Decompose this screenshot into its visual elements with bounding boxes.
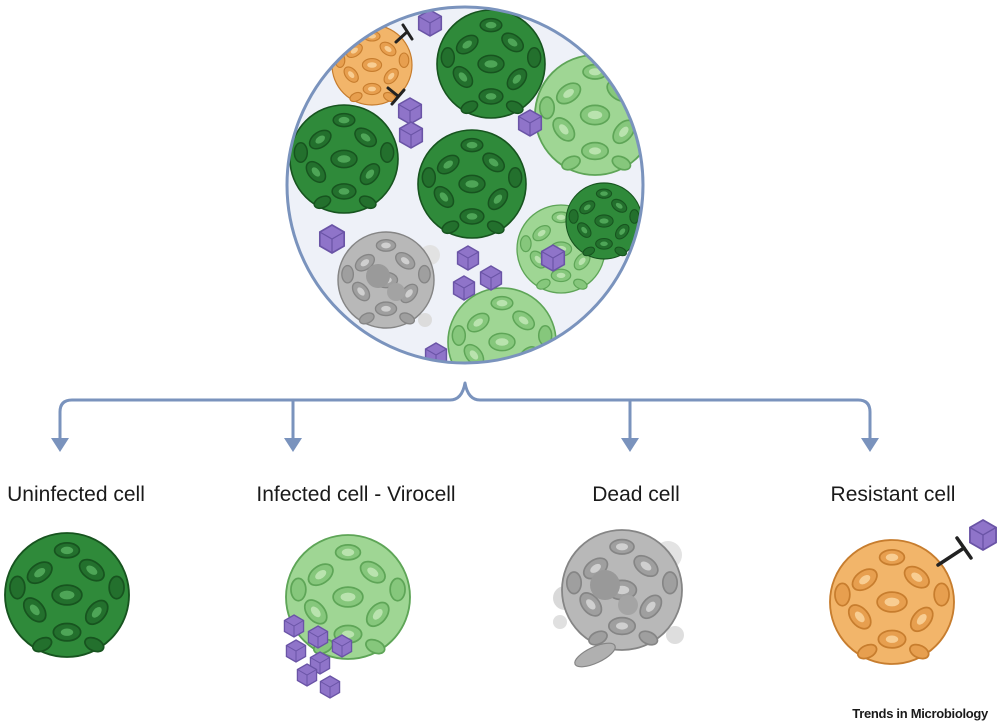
label-resistant-cell: Resistant cell (830, 483, 956, 506)
virus-particle-icon (331, 634, 353, 658)
resistant-cell-illustration (830, 519, 997, 664)
virus-particle-icon (397, 97, 423, 125)
uninfected-cell (437, 10, 545, 118)
dead-cell-illustration (553, 530, 684, 668)
virus-particle-icon (540, 244, 566, 272)
arrow-heads (51, 438, 879, 452)
virus-particle-icon (452, 275, 476, 301)
population-sample (285, 5, 645, 365)
infected-cell-illustration (283, 535, 410, 699)
virus-particle-icon (398, 121, 424, 149)
virus-particle-icon (517, 109, 543, 137)
infected-cell (535, 55, 642, 175)
journal-credit: Trends in Microbiology (852, 706, 988, 721)
virus-particle-icon (296, 663, 318, 687)
virus-particle-icon (318, 224, 346, 254)
virus-particle-icon (285, 639, 307, 663)
virus-particle-icon (969, 519, 997, 551)
virus-particle-icon (283, 614, 305, 638)
virus-particle-icon (307, 625, 329, 649)
virus-particle-icon (417, 9, 443, 37)
label-uninfected-cell: Uninfected cell (7, 483, 145, 506)
branch-arrows (58, 381, 872, 442)
label-infected-cell: Infected cell - Virocell (256, 483, 456, 506)
label-dead-cell: Dead cell (592, 483, 680, 506)
inhibition-receptor-icon (386, 23, 414, 106)
uninfected-cell (418, 130, 526, 238)
dead-cell (338, 232, 440, 328)
virus-particle-icon (424, 342, 448, 362)
virus-particle-icon (319, 675, 341, 699)
uninfected-cell-illustration (5, 533, 129, 657)
inhibition-receptor-icon (936, 536, 973, 567)
virus-particle-icon (479, 265, 503, 291)
infected-cell (448, 288, 556, 362)
virus-particle-icon (456, 245, 480, 271)
uninfected-cell (290, 105, 398, 213)
